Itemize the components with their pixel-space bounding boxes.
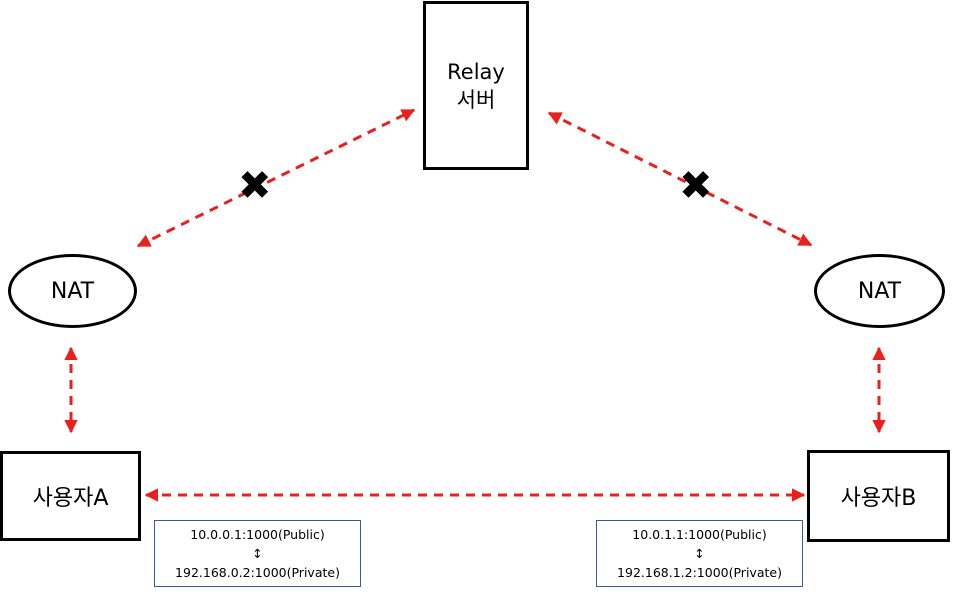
relay-label-line2: 서버: [456, 87, 496, 112]
arrow-nat-left-relay: [136, 108, 416, 248]
blocked-x-icon-right: ✖: [679, 163, 713, 209]
user-a-box: 사용자A: [0, 451, 141, 541]
user-b-public-address: 10.0.1.1:1000(Public): [632, 527, 767, 542]
user-b-address-box: 10.0.1.1:1000(Public) ↕ 192.168.1.2:1000…: [596, 520, 803, 587]
nat-left-label: NAT: [50, 278, 95, 304]
user-a-address-box: 10.0.0.1:1000(Public) ↕ 192.168.0.2:1000…: [154, 520, 361, 587]
nat-right-label: NAT: [857, 278, 902, 304]
relay-label-line1: Relay: [447, 59, 505, 84]
user-b-box: 사용자B: [807, 450, 950, 542]
arrow-relay-nat-right: [547, 111, 813, 247]
user-b-address-separator: ↕: [694, 546, 705, 561]
blocked-x-icon-left: ✖: [238, 163, 272, 209]
user-a-public-address: 10.0.0.1:1000(Public): [190, 527, 325, 542]
user-a-address-separator: ↕: [252, 546, 263, 561]
user-a-label: 사용자A: [32, 486, 109, 511]
nat-left-oval: NAT: [8, 254, 137, 328]
relay-server-box: Relay 서버: [423, 1, 529, 170]
nat-right-oval: NAT: [814, 254, 945, 328]
user-b-label: 사용자B: [840, 486, 917, 511]
user-a-private-address: 192.168.0.2:1000(Private): [175, 565, 340, 580]
user-b-private-address: 192.168.1.2:1000(Private): [617, 565, 782, 580]
